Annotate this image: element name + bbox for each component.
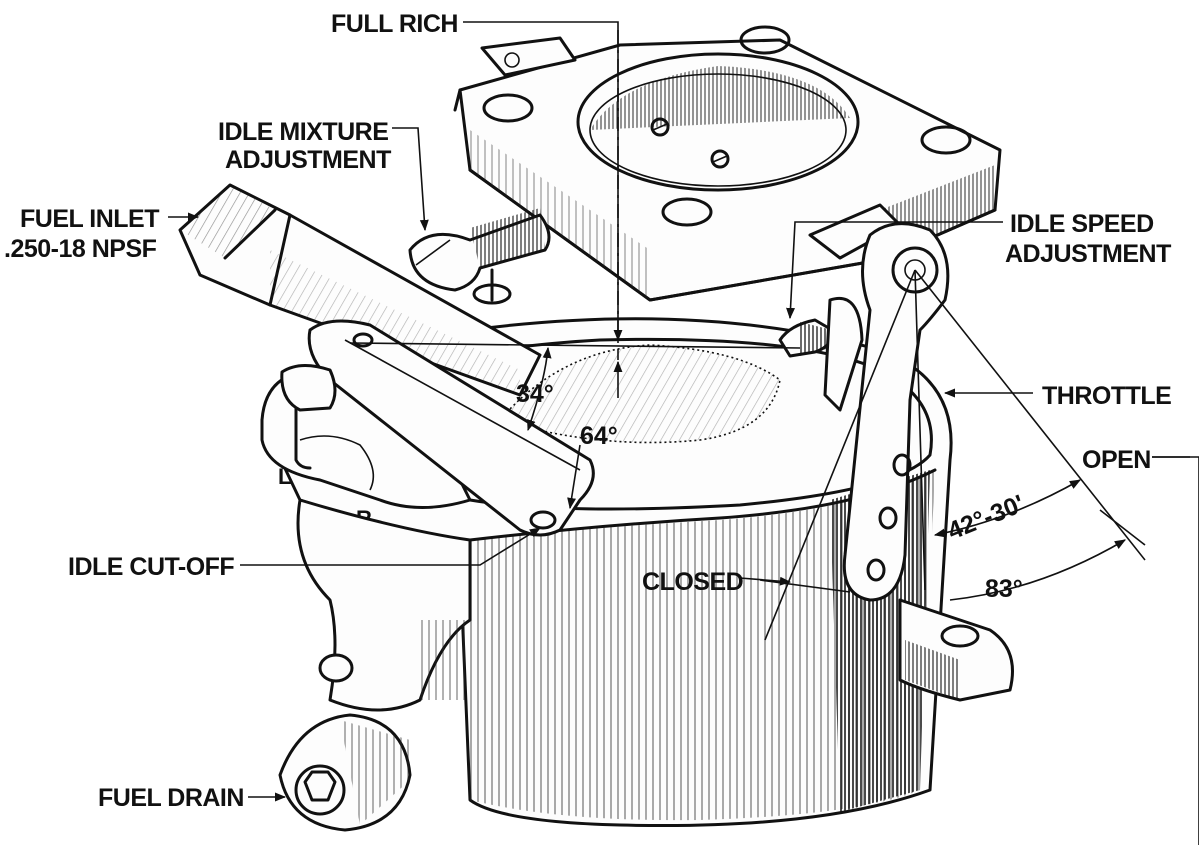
label-idle-speed-2: ADJUSTMENT <box>1005 240 1171 268</box>
plate-screw <box>650 117 670 137</box>
throttle-assembly <box>778 203 950 602</box>
leader-lines <box>168 21 1199 845</box>
idle-mixture-screw <box>408 208 551 305</box>
angle-42-30: 42°-30' <box>944 490 1029 546</box>
label-full-rich: FULL RICH <box>331 10 458 38</box>
label-fuel-inlet-1: FUEL INLET <box>20 205 159 233</box>
bolt-hole <box>739 25 791 55</box>
label-throttle: THROTTLE <box>1042 382 1171 410</box>
fuel-inlet-fitting <box>178 183 595 537</box>
bolt-hole <box>482 93 534 123</box>
label-fuel-drain: FUEL DRAIN <box>98 784 244 812</box>
angle-83: 83° <box>985 575 1023 603</box>
angle-34: 34° <box>516 380 554 408</box>
angle-64: 64° <box>580 422 618 450</box>
label-closed: CLOSED <box>642 568 743 596</box>
label-idle-mixture-1: IDLE MIXTURE <box>218 118 388 146</box>
bolt-hole <box>661 197 713 227</box>
label-fuel-inlet-2: .250-18 NPSF <box>4 235 157 263</box>
label-idle-cut-off: IDLE CUT-OFF <box>68 553 234 581</box>
fuel-drain <box>278 653 412 832</box>
bolt-hole <box>920 125 972 155</box>
label-idle-mixture-2: ADJUSTMENT <box>225 146 391 174</box>
plate-screw <box>710 149 730 169</box>
label-open: OPEN <box>1082 446 1151 474</box>
body-mark-l: L <box>278 464 291 489</box>
label-idle-speed-1: IDLE SPEED <box>1010 210 1154 238</box>
